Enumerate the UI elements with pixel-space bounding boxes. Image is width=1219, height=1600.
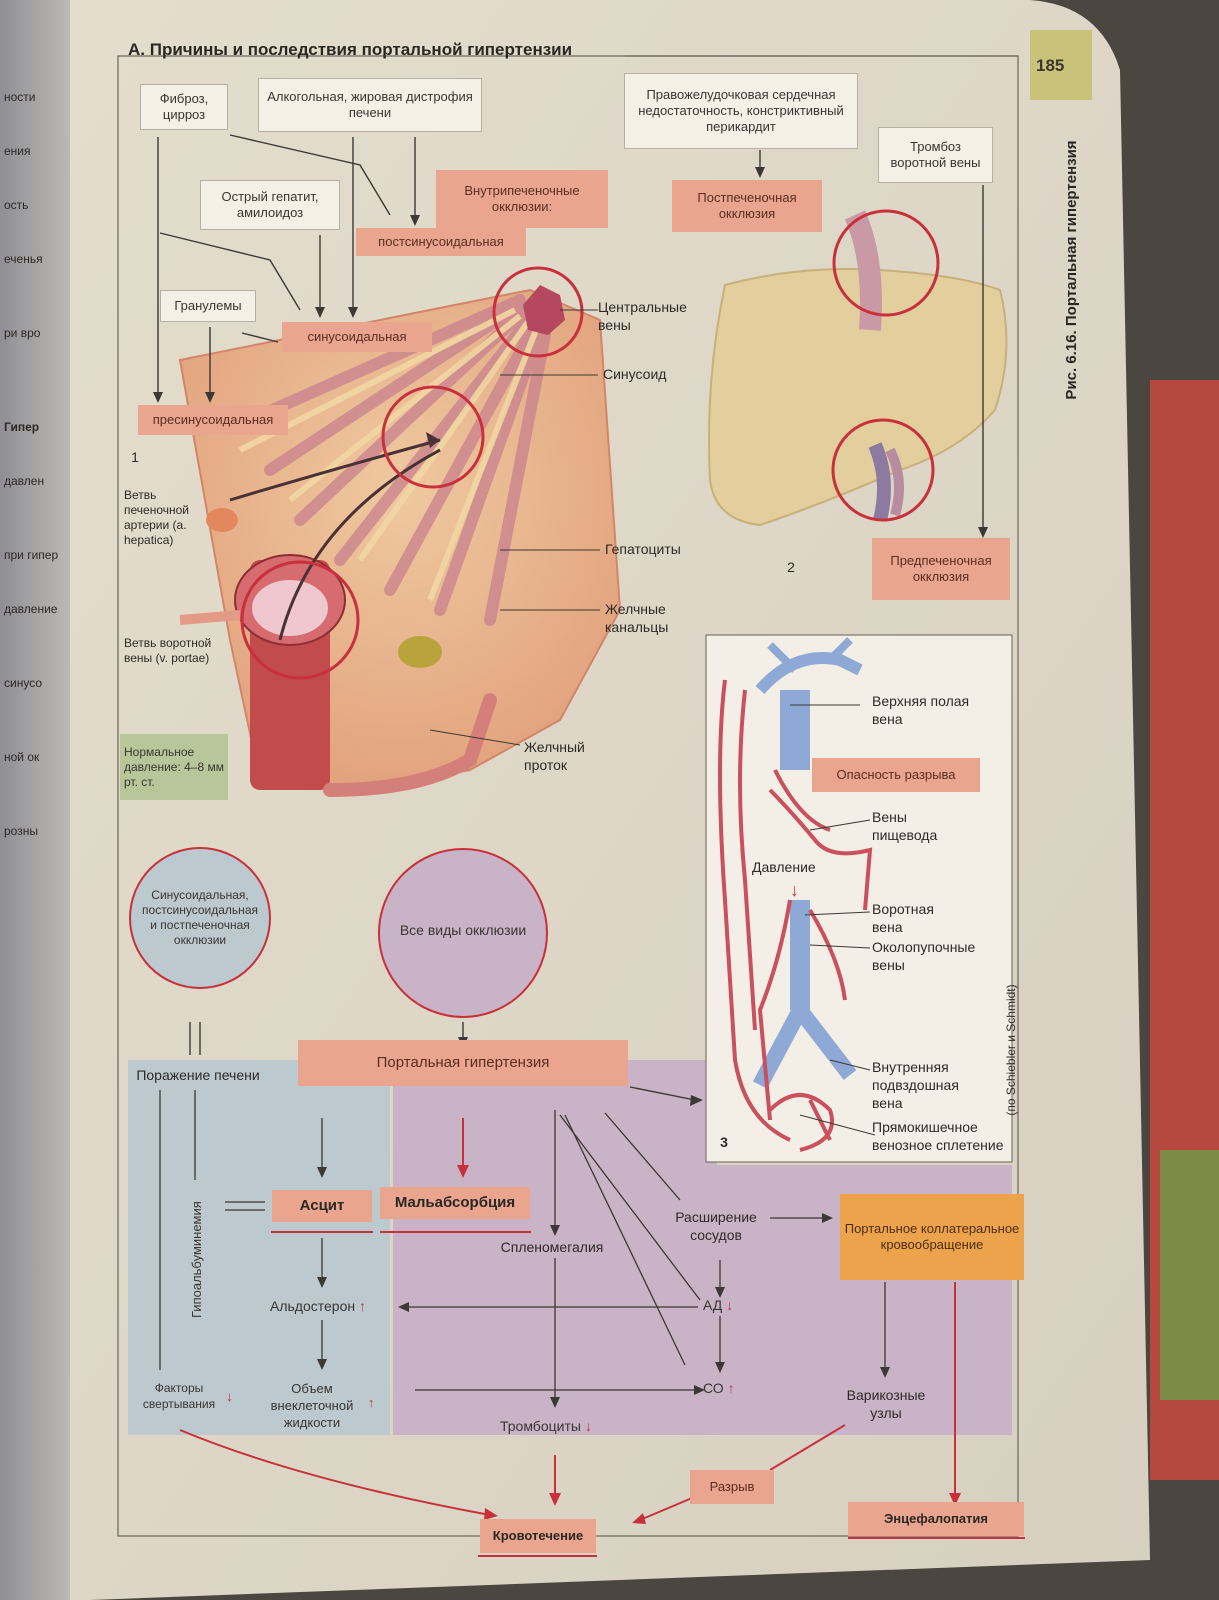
- flow-arrows: [159, 1090, 886, 1400]
- portal-triad-circle: [240, 560, 360, 680]
- cause-alcohol-box: Алкогольная, жировая дистрофия печени: [258, 78, 482, 132]
- bleeding-box: Кровотечение: [480, 1519, 596, 1553]
- pressure-arrow-icon: ↓: [790, 880, 799, 900]
- bp-label: АД: [703, 1297, 723, 1313]
- up-arrow-icon: ↑: [359, 1298, 366, 1314]
- liver-damage-zone: [128, 1060, 390, 1435]
- left-page-text: ри вро: [4, 326, 41, 340]
- left-page-text: давлен: [4, 474, 45, 488]
- panel-2-number: 2: [787, 559, 795, 575]
- page-number-tab: [1030, 30, 1092, 100]
- illustration-credit: (по Schiebler и Schmidt): [1004, 984, 1018, 1116]
- panel-3-number: 3: [720, 1134, 728, 1150]
- ecf-volume-row: Объем внеклеточной жидкости ↑: [258, 1380, 398, 1431]
- left-page-text: синусо: [4, 676, 43, 690]
- internal-iliac-vein-label: Внутренняя подвздошная вена: [872, 1059, 959, 1111]
- varices-label: Варикозные узлы: [846, 1387, 926, 1421]
- rupture-box: Разрыв: [690, 1470, 774, 1504]
- portal-thrombosis-box: Тромбоз воротной вены: [878, 127, 993, 183]
- bp-row: АД ↓: [703, 1297, 733, 1313]
- cause-hepatitis-box: Острый гепатит, амилоидоз: [200, 180, 340, 230]
- down-arrow-icon: ↓: [226, 1388, 233, 1404]
- vessel-dilation-label: Расширение сосудов: [675, 1209, 757, 1243]
- encephalopathy-box: Энцефалопатия: [848, 1502, 1024, 1536]
- down-arrow-icon: ↓: [584, 1418, 592, 1434]
- section-title: А. Причины и последствия портальной гипе…: [128, 40, 573, 59]
- left-page-text: ения: [4, 144, 31, 158]
- left-page-text: ость: [4, 198, 29, 212]
- bile-canaliculi-label: Желчные канальцы: [605, 601, 669, 635]
- collateral-circulation-box: Портальное коллатеральное кровообращение: [840, 1194, 1024, 1280]
- aldosterone-label: Альдостерон: [270, 1298, 356, 1314]
- aldosterone-row: Альдостерон ↑: [270, 1298, 366, 1314]
- portal-vein-label: Воротная вена: [872, 901, 934, 935]
- pressure-label: Давление: [752, 859, 816, 875]
- left-page-text: еченья: [4, 252, 43, 266]
- left-page-text: Гипер: [4, 420, 40, 434]
- down-arrow-icon: ↓: [726, 1297, 734, 1313]
- cause-granuloma-box: Гранулемы: [160, 290, 256, 322]
- central-veins-label: Центральные вены: [598, 299, 687, 333]
- postsinusoidal-label: постсинусоидальная: [356, 228, 526, 256]
- left-page-text: ной ок: [4, 750, 40, 764]
- left-page-text: при гипер: [4, 548, 59, 562]
- rectal-plexus-label: Прямокишечное венозное сплетение: [872, 1119, 1004, 1153]
- ecf-volume-label: Объем внеклеточной жидкости: [270, 1381, 354, 1430]
- panel-1-number: 1: [131, 449, 139, 465]
- liver-lobule-illustration: [178, 285, 622, 797]
- left-page-text: ности: [4, 90, 36, 104]
- rupture-risk-label: Опасность разрыва: [812, 758, 980, 792]
- platelets-row: Тромбоциты ↓: [500, 1418, 592, 1434]
- svc-label: Верхняя полая вена: [872, 693, 970, 727]
- esophageal-veins-label: Вены пищевода: [872, 809, 938, 843]
- prehepatic-occlusion-label: Предпеченочная окклюзия: [872, 538, 1010, 600]
- posthepatic-occlusion-label: Постпеченочная окклюзия: [672, 180, 822, 232]
- portal-vein-circle: [831, 418, 935, 522]
- presinusoidal-label: пресинусоидальная: [138, 405, 288, 435]
- intrahepatic-occlusion-label: Внутрипеченочные окклюзии:: [436, 170, 608, 228]
- cause-fibrosis-box: Фиброз, цирроз: [140, 84, 228, 130]
- malabsorption-box: Мальабсорбция: [380, 1187, 530, 1219]
- co-row: СО ↑: [703, 1380, 735, 1396]
- hepatocytes-label: Гепатоциты: [605, 541, 681, 557]
- platelets-label: Тромбоциты: [500, 1418, 581, 1434]
- co-label: СО: [703, 1380, 724, 1396]
- hepatic-artery-label: Ветвь печеночной артерии (a. hepatica): [124, 488, 189, 547]
- paraumbilical-veins-label: Околопупочные вены: [872, 939, 976, 973]
- ascites-box: Асцит: [272, 1190, 372, 1222]
- liver-illustration: [708, 210, 1008, 527]
- portal-vein-branch-label: Ветвь воротной вены (v. portae): [124, 636, 212, 665]
- left-page-text: давление: [4, 602, 58, 616]
- heart-failure-box: Правожелудочковая сердечная недостаточно…: [624, 73, 858, 149]
- hepatic-vein-circle: [832, 209, 940, 317]
- coag-factors-row: Факторы свертывания ↓: [136, 1380, 256, 1412]
- occlusion-types-circle: Синусоидальная, постсинусоидальная и пос…: [142, 888, 258, 947]
- liver-damage-label: Поражение печени: [136, 1067, 260, 1083]
- splenomegaly-label: Спленомегалия: [500, 1239, 604, 1255]
- portal-hypertension-box: Портальная гипертензия: [298, 1040, 628, 1086]
- up-arrow-icon: ↑: [368, 1395, 375, 1410]
- normal-pressure-box: Нормальное давление: 4–8 мм рт. ст.: [120, 734, 228, 800]
- left-page-fragments: ности ения ость еченья ри вро Гипер давл…: [4, 30, 70, 838]
- sinusoid-label: Синусоид: [603, 366, 667, 382]
- red-arrows: [179, 1118, 956, 1521]
- hypoalbuminemia-label: Гипоальбуминемия: [189, 1201, 204, 1318]
- central-vein-circle: [492, 266, 584, 358]
- venous-system-illustration: [718, 637, 873, 1152]
- bile-duct-label: Желчный проток: [524, 739, 585, 773]
- left-page-text: розны: [4, 824, 38, 838]
- coag-factors-label: Факторы свертывания: [142, 1381, 216, 1411]
- all-occlusions-circle: Все виды окклюзии: [399, 922, 527, 938]
- up-arrow-icon: ↑: [727, 1380, 735, 1396]
- sinusoid-circle: [381, 385, 485, 489]
- sinusoidal-label: синусоидальная: [282, 322, 432, 352]
- page-number: 185: [1036, 56, 1065, 75]
